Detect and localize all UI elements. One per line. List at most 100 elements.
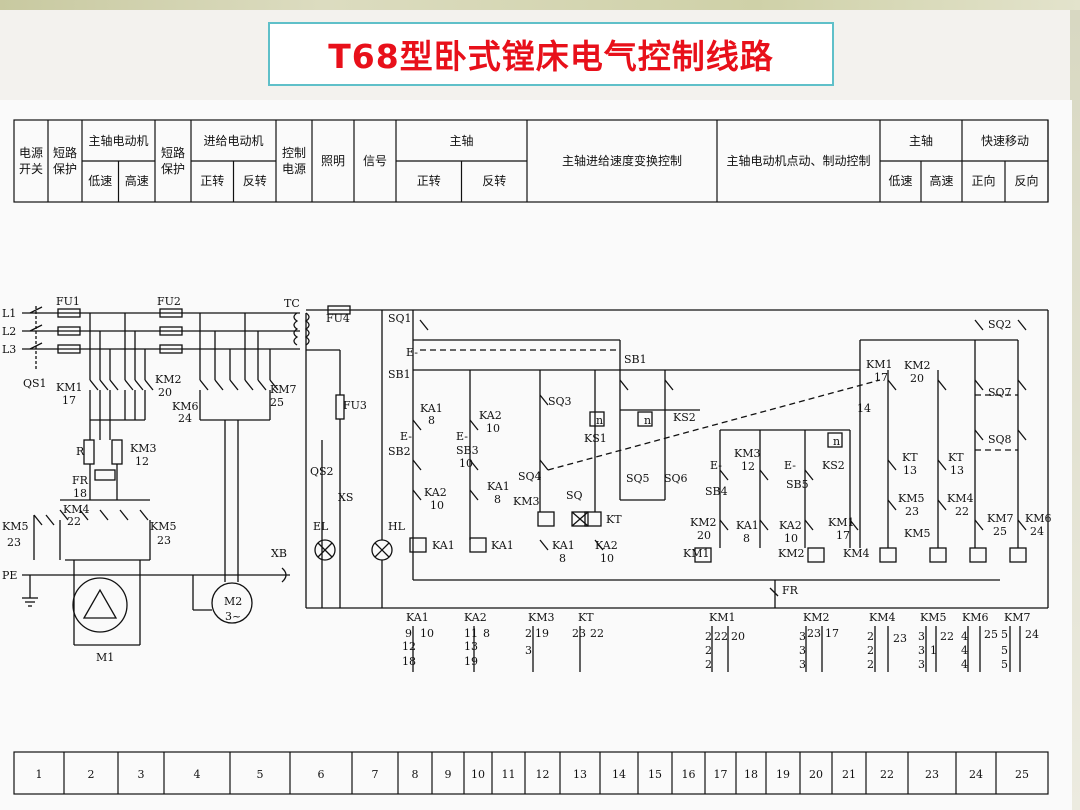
component-label: SQ2 [988, 318, 1012, 331]
header-group-label: 主轴 [909, 133, 933, 148]
component-label: 17 [62, 394, 76, 407]
component-label: L1 [2, 307, 16, 320]
component-label: 5 [1001, 658, 1008, 671]
component-label: KA2 [464, 611, 487, 624]
header-label: 短路 [161, 145, 185, 160]
component-label: KM2 [690, 516, 716, 529]
header-label: 照明 [321, 154, 345, 168]
column-number: 8 [412, 768, 419, 781]
component-label: 3 [799, 658, 806, 671]
component-label: 23 [905, 505, 919, 518]
component-label: M1 [96, 651, 114, 664]
column-number: 14 [612, 768, 626, 781]
component-label: KA2 [779, 519, 802, 532]
component-label: 4 [961, 630, 968, 643]
component-label: 23 [893, 632, 907, 645]
component-label: 23 [572, 627, 586, 640]
component-label: L2 [2, 325, 16, 338]
component-label: KM1 [56, 381, 82, 394]
component-label: 4 [961, 644, 968, 657]
component-label: PE [2, 569, 17, 582]
component-label: KM7 [270, 383, 296, 396]
component-label: 23 [157, 534, 171, 547]
component-label: 5 [1001, 644, 1008, 657]
column-number: 2 [88, 768, 95, 781]
component-label: n [596, 414, 603, 427]
component-label: 13 [464, 640, 478, 653]
header-group-label: 进给电动机 [203, 134, 263, 148]
component-label: 14 [857, 402, 871, 415]
component-label: SQ3 [548, 395, 572, 408]
header-sub-label: 正转 [200, 173, 224, 188]
component-label: KA1 [736, 519, 759, 532]
component-label: 10 [784, 532, 798, 545]
component-label: KM2 [904, 359, 930, 372]
component-label: 12 [402, 640, 416, 653]
component-label: 12 [741, 460, 755, 473]
component-label: 24 [178, 412, 192, 425]
component-label: SB1 [388, 368, 411, 381]
component-label: KM3 [734, 447, 760, 460]
component-label: 22 [714, 630, 728, 643]
header-label: 信号 [363, 154, 387, 168]
component-label: 3 [799, 630, 806, 643]
component-label: 10 [459, 457, 473, 470]
component-label: FR [72, 474, 89, 487]
component-label: KM6 [1025, 512, 1051, 525]
header-sub-label: 低速 [88, 174, 112, 188]
column-number: 11 [502, 768, 516, 781]
header-group-label: 主轴电动机 [88, 133, 148, 148]
component-label: SQ4 [518, 470, 542, 483]
component-label: 10 [420, 627, 434, 640]
component-label: HL [388, 520, 406, 533]
component-label: KM4 [869, 611, 895, 624]
component-label: KT [948, 451, 964, 464]
component-label: KA2 [479, 409, 502, 422]
component-label: QS1 [23, 377, 47, 390]
component-label: KT [578, 611, 594, 624]
component-label: KM3 [513, 495, 539, 508]
component-label: KA2 [595, 539, 618, 552]
component-label: KM2 [803, 611, 829, 624]
component-label: SQ1 [388, 312, 412, 325]
component-label: 10 [600, 552, 614, 565]
component-label: SQ8 [988, 433, 1012, 446]
component-label: 22 [940, 630, 954, 643]
header-label: 主轴进给速度变换控制 [562, 153, 682, 168]
component-label: 8 [494, 493, 501, 506]
component-label: KS2 [673, 411, 696, 424]
component-label: KM6 [172, 400, 198, 413]
component-label: 8 [483, 627, 490, 640]
component-label: 2 [525, 627, 532, 640]
column-number: 21 [842, 768, 856, 781]
column-number: 13 [573, 768, 587, 781]
header-sub-label: 反转 [482, 173, 506, 188]
component-label: 1 [930, 644, 937, 657]
component-label: 3 [525, 644, 532, 657]
column-number: 7 [372, 768, 379, 781]
column-number: 4 [194, 768, 201, 781]
header-label: 电源 [282, 162, 306, 176]
column-number: 6 [318, 768, 325, 781]
header-sub-label: 正转 [417, 173, 441, 188]
component-label: 20 [697, 529, 711, 542]
component-label: KA1 [552, 539, 575, 552]
column-number: 12 [536, 768, 550, 781]
component-label: KM3 [528, 611, 554, 624]
function-header-labels: 电源开关短路保护短路保护控制电源照明信号主轴进给速度变换控制主轴电动机点动、制动… [19, 133, 1039, 188]
column-number: 9 [445, 768, 452, 781]
component-label: KM1 [828, 516, 854, 529]
component-label: SB4 [705, 485, 728, 498]
header-sub-label: 高速 [125, 173, 149, 188]
component-label: L3 [2, 343, 16, 356]
header-label: 主轴电动机点动、制动控制 [726, 153, 870, 168]
component-label: SQ5 [626, 472, 650, 485]
component-label: SB2 [388, 445, 411, 458]
component-label: 2 [705, 644, 712, 657]
component-label: KM2 [155, 373, 181, 386]
component-label: KM7 [1004, 611, 1030, 624]
component-label: 18 [402, 655, 416, 668]
component-label: XS [338, 491, 353, 504]
